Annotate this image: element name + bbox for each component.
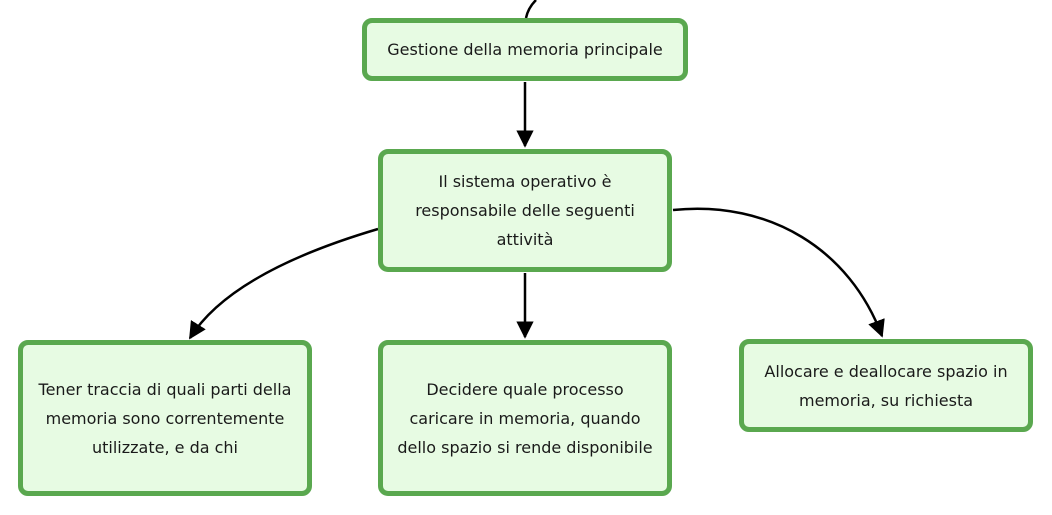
node-gestione-memoria: Gestione della memoria principale (362, 18, 688, 81)
edge-os-to-right (672, 207, 885, 338)
node-sistema-operativo-label: Il sistema operativo è responsabile dell… (415, 172, 635, 249)
node-allocare-spazio: Allocare e deallocare spazio in memoria,… (739, 339, 1033, 432)
node-sistema-operativo: Il sistema operativo è responsabile dell… (378, 149, 672, 272)
edge-incoming (524, 0, 537, 19)
edge-os-to-left (188, 227, 379, 340)
node-decidere-processo: Decidere quale processo caricare in memo… (378, 340, 672, 496)
node-tener-traccia: Tener traccia di quali parti della memor… (18, 340, 312, 496)
node-tener-traccia-label: Tener traccia di quali parti della memor… (38, 379, 292, 457)
node-decidere-processo-label: Decidere quale processo caricare in memo… (397, 379, 653, 457)
node-gestione-memoria-label: Gestione della memoria principale (387, 40, 663, 59)
node-allocare-spazio-label: Allocare e deallocare spazio in memoria,… (764, 361, 1008, 410)
